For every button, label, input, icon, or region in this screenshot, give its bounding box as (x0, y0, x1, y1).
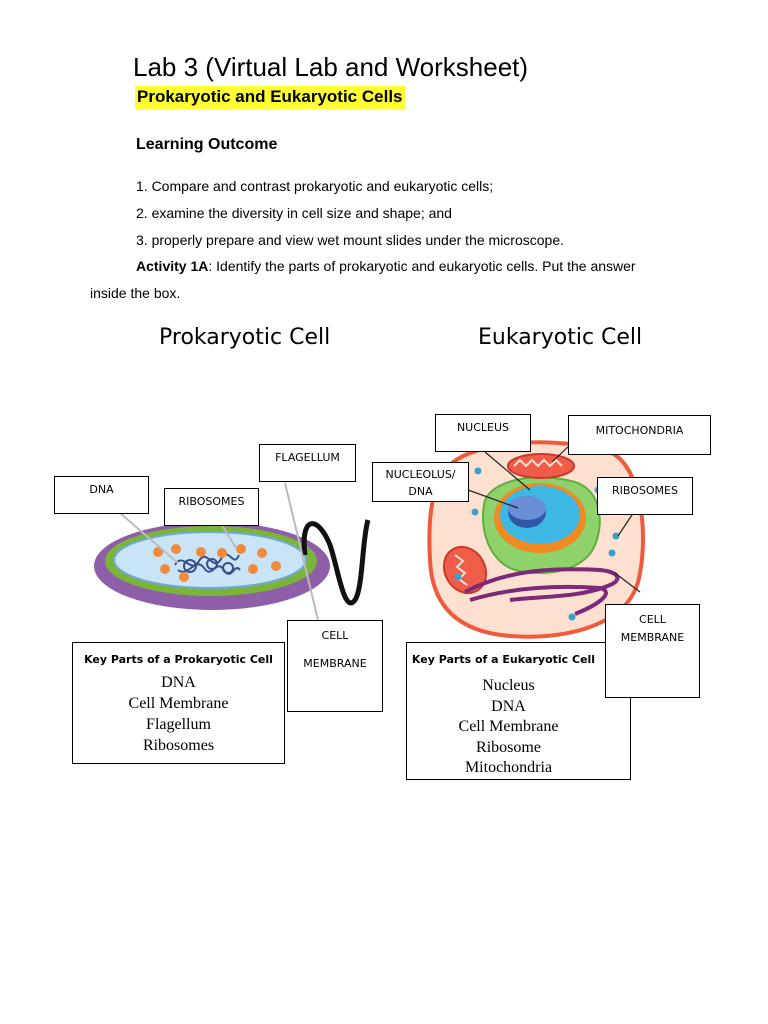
key-box-eukaryotic: Key Parts of a Eukaryotic Cell Nucleus D… (406, 642, 631, 780)
label-text: MEMBRANE (606, 629, 699, 647)
key-item: Flagellum (73, 714, 284, 735)
label-text: CELL (288, 627, 382, 645)
key-item: Nucleus (407, 676, 610, 697)
label-text: DNA (373, 483, 468, 500)
label-text: NUCLEOLUS/ (373, 466, 468, 483)
label-box-mitochondria: MITOCHONDRIA (568, 415, 711, 455)
label-box-nucleolus-dna: NUCLEOLUS/ DNA (372, 462, 469, 502)
key-item: DNA (73, 672, 284, 693)
label-box-ribosomes-eukaryotic: RIBOSOMES (597, 477, 693, 515)
key-item: Cell Membrane (407, 717, 610, 738)
label-box-dna: DNA (54, 476, 149, 514)
key-list-eukaryotic: Nucleus DNA Cell Membrane Ribosome Mitoc… (407, 676, 610, 779)
label-box-flagellum: FLAGELLUM (259, 444, 356, 482)
key-title-eukaryotic: Key Parts of a Eukaryotic Cell (407, 653, 600, 666)
key-item: Ribosomes (73, 735, 284, 756)
key-list-prokaryotic: DNA Cell Membrane Flagellum Ribosomes (73, 672, 284, 756)
key-item: Mitochondria (407, 758, 610, 779)
label-box-nucleus: NUCLEUS (435, 414, 531, 452)
label-box-ribosomes: RIBOSOMES (164, 488, 259, 526)
label-text: CELL (606, 611, 699, 629)
label-box-cell-membrane-eukaryotic: CELL MEMBRANE (605, 604, 700, 698)
key-box-prokaryotic: Key Parts of a Prokaryotic Cell DNA Cell… (72, 642, 285, 764)
key-item: DNA (407, 697, 610, 718)
key-item: Ribosome (407, 738, 610, 759)
label-text: MEMBRANE (288, 655, 382, 673)
key-title-prokaryotic: Key Parts of a Prokaryotic Cell (73, 653, 284, 666)
key-item: Cell Membrane (73, 693, 284, 714)
label-box-cell-membrane-prokaryotic: CELL MEMBRANE (287, 620, 383, 712)
